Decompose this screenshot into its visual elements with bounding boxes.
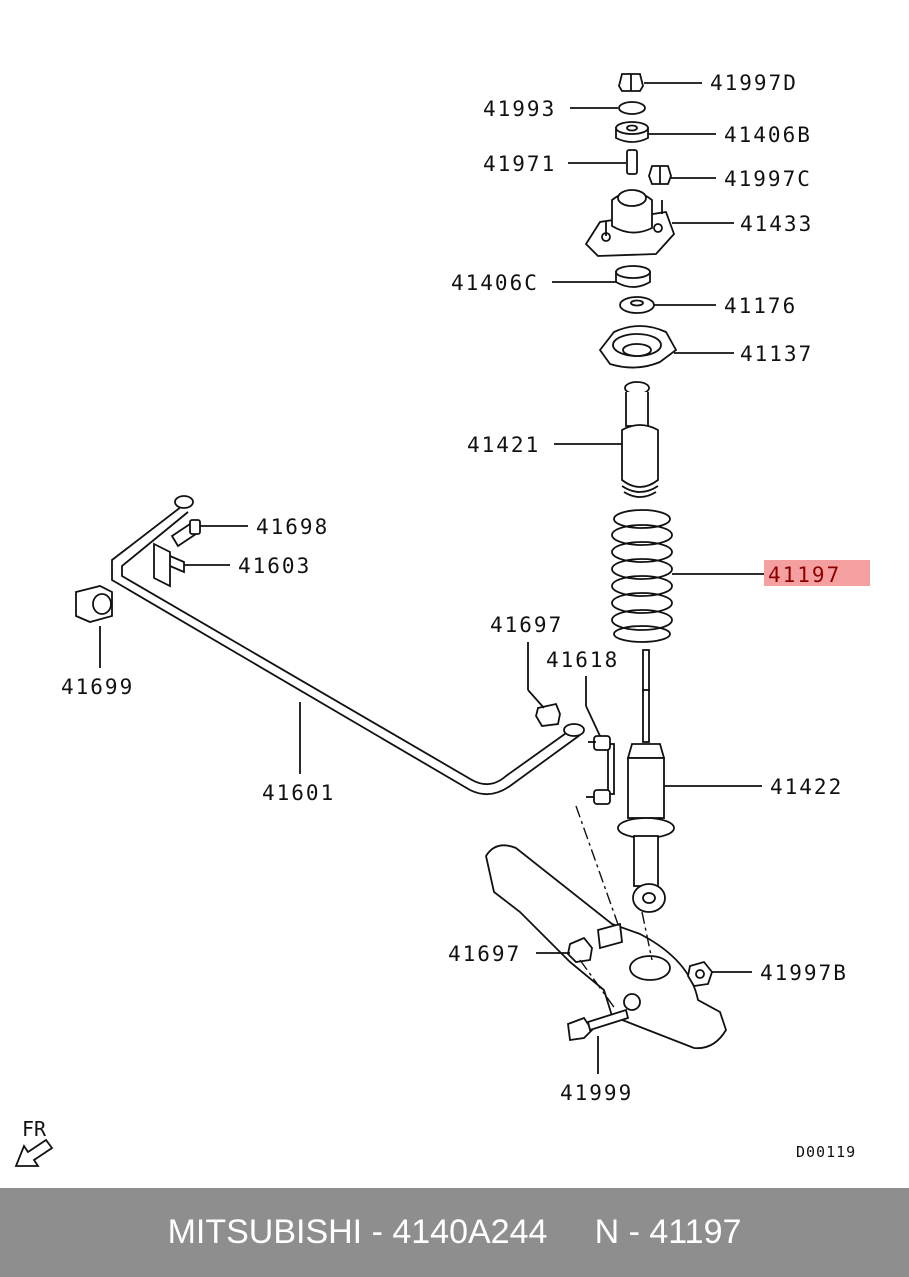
part-lower-arm xyxy=(485,844,727,1050)
label-41699: 41699 xyxy=(61,675,134,699)
part-41997b-nut xyxy=(687,960,714,987)
part-41618-stabilizer-link xyxy=(586,735,615,805)
part-41406c-bushing xyxy=(615,265,651,288)
label-41993: 41993 xyxy=(483,97,556,121)
part-41603-bracket xyxy=(153,542,185,588)
label-41406b: 41406B xyxy=(724,123,812,147)
footer-bar: MITSUBISHI - 4140A244 N - 41197 xyxy=(0,1188,909,1277)
label-41697-bottom: 41697 xyxy=(448,942,521,966)
label-41422: 41422 xyxy=(770,775,843,799)
drawing-code: D00119 xyxy=(796,1143,856,1161)
exploded-parts-diagram: 41997D 41993 41406B 41971 41997C 41433 4… xyxy=(14,71,870,1167)
label-41997b: 41997B xyxy=(760,961,848,985)
part-41197-coil-spring xyxy=(611,509,673,643)
front-arrow-icon xyxy=(14,1138,54,1167)
part-41433-strut-mount xyxy=(584,189,676,257)
footer-part-number: MITSUBISHI - 4140A244 N - 41197 xyxy=(167,1213,742,1251)
part-41997c-nut xyxy=(648,165,672,185)
label-41421: 41421 xyxy=(467,433,540,457)
alignment-line xyxy=(575,805,621,931)
fr-label: FR xyxy=(22,1117,47,1141)
front-direction-indicator: FR xyxy=(14,1117,54,1167)
part-41697-bottom-bushing xyxy=(567,936,593,963)
alignment-line xyxy=(579,959,617,1011)
alignment-line xyxy=(641,911,653,961)
part-41406b-bushing xyxy=(615,121,649,143)
part-41697-top-bushing xyxy=(535,702,561,727)
part-41997d-nut xyxy=(618,73,644,92)
label-41137: 41137 xyxy=(740,342,813,366)
label-41698: 41698 xyxy=(256,515,329,539)
part-41421-dust-boot xyxy=(621,381,659,498)
label-41697-top: 41697 xyxy=(490,613,563,637)
label-41406c: 41406C xyxy=(451,271,539,295)
label-41197: 41197 xyxy=(768,563,841,587)
label-41999: 41999 xyxy=(560,1081,633,1105)
label-41618: 41618 xyxy=(546,648,619,672)
part-41699-bushing xyxy=(75,585,113,623)
highlight-box xyxy=(764,560,870,586)
part-41176-washer xyxy=(619,296,655,314)
label-41176: 41176 xyxy=(724,294,797,318)
label-41433: 41433 xyxy=(740,212,813,236)
label-41971: 41971 xyxy=(483,152,556,176)
label-41997d: 41997D xyxy=(710,71,798,95)
part-41601-stabilizer-bar xyxy=(111,495,585,796)
part-41137-spring-seat xyxy=(598,325,678,369)
part-41999-bolt xyxy=(567,1008,630,1042)
label-41601: 41601 xyxy=(262,781,335,805)
label-41997c: 41997C xyxy=(724,167,812,191)
part-41971-collar xyxy=(626,149,638,175)
part-41422-shock-absorber xyxy=(617,649,675,913)
label-41603: 41603 xyxy=(238,554,311,578)
part-41698-bolt xyxy=(170,519,201,548)
part-41993-washer xyxy=(618,101,646,115)
